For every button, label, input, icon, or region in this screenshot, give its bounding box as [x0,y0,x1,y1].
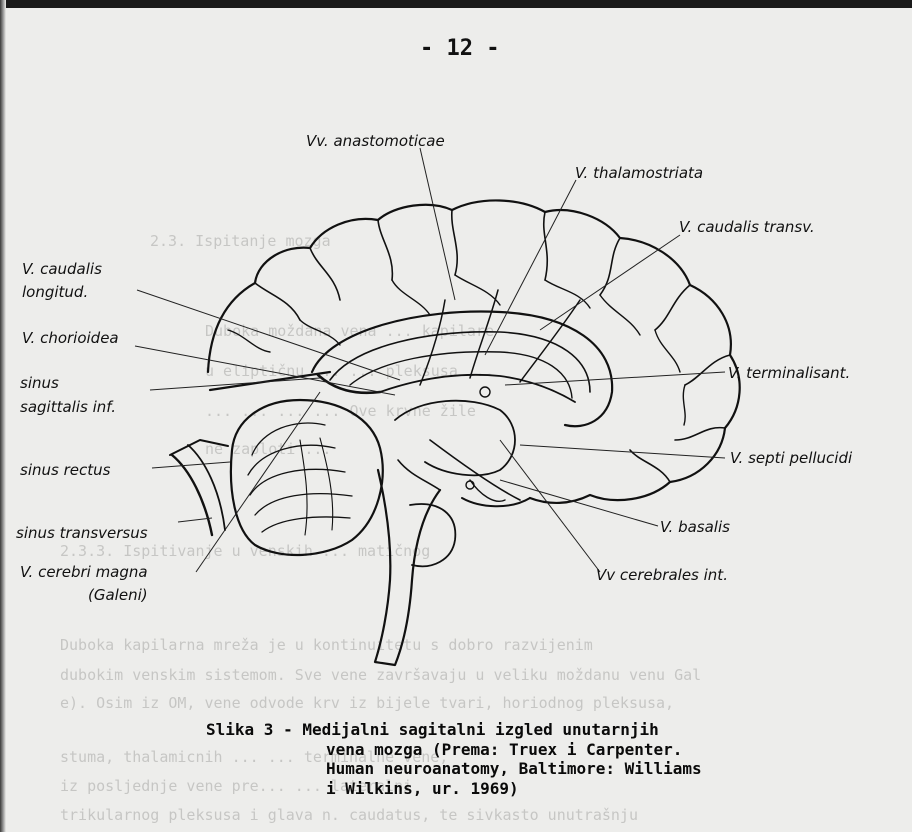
label-v-thalamostriata: V. thalamostriata [575,164,703,182]
label-v-caudalis-transv: V. caudalis transv. [679,218,815,236]
label-v-caudalis-longitud-2: longitud. [22,283,88,301]
label-vv-cerebrales-int: Vv cerebrales int. [596,566,728,584]
caption-line: vena mozga (Prema: Truex i Carpenter. [206,740,702,760]
label-vv-anastomoticae: Vv. anastomoticae [306,132,445,150]
caption-line: Slika 3 - Medijalni sagitalni izgled unu… [206,720,702,740]
label-v-caudalis-longitud: V. caudalis [22,260,102,278]
label-v-cerebri-magna: V. cerebri magna [20,563,148,581]
label-v-basalis: V. basalis [660,518,730,536]
sinus-rectus [210,372,330,390]
label-sinus-sagittalis-2: sagittalis inf. [20,398,116,416]
label-v-cerebri-magna-galeni: (Galeni) [88,586,148,604]
label-sinus-sagittalis: sinus [20,374,59,392]
caption-line: Human neuroanatomy, Baltimore: Williams [206,759,702,779]
sulci-lines [228,275,685,425]
thalamus-outline [395,401,515,476]
label-sinus-transversus: sinus transversus [16,524,148,542]
label-v-terminalis: V. terminalisant. [728,364,850,382]
label-v-septi-pellucidi: V. septi pellucidi [730,449,853,467]
cerebellum-folia [248,423,352,532]
caption-line: i Wilkins, ur. 1969) [206,779,702,799]
label-v-chorioidea: V. chorioidea [22,329,119,347]
corpus-callosum [312,312,612,427]
label-sinus-rectus: sinus rectus [20,461,111,479]
brainstem [375,470,440,665]
figure-caption: Slika 3 - Medijalni sagitalni izgled unu… [206,720,702,798]
internal-cerebral-vein [380,375,575,402]
